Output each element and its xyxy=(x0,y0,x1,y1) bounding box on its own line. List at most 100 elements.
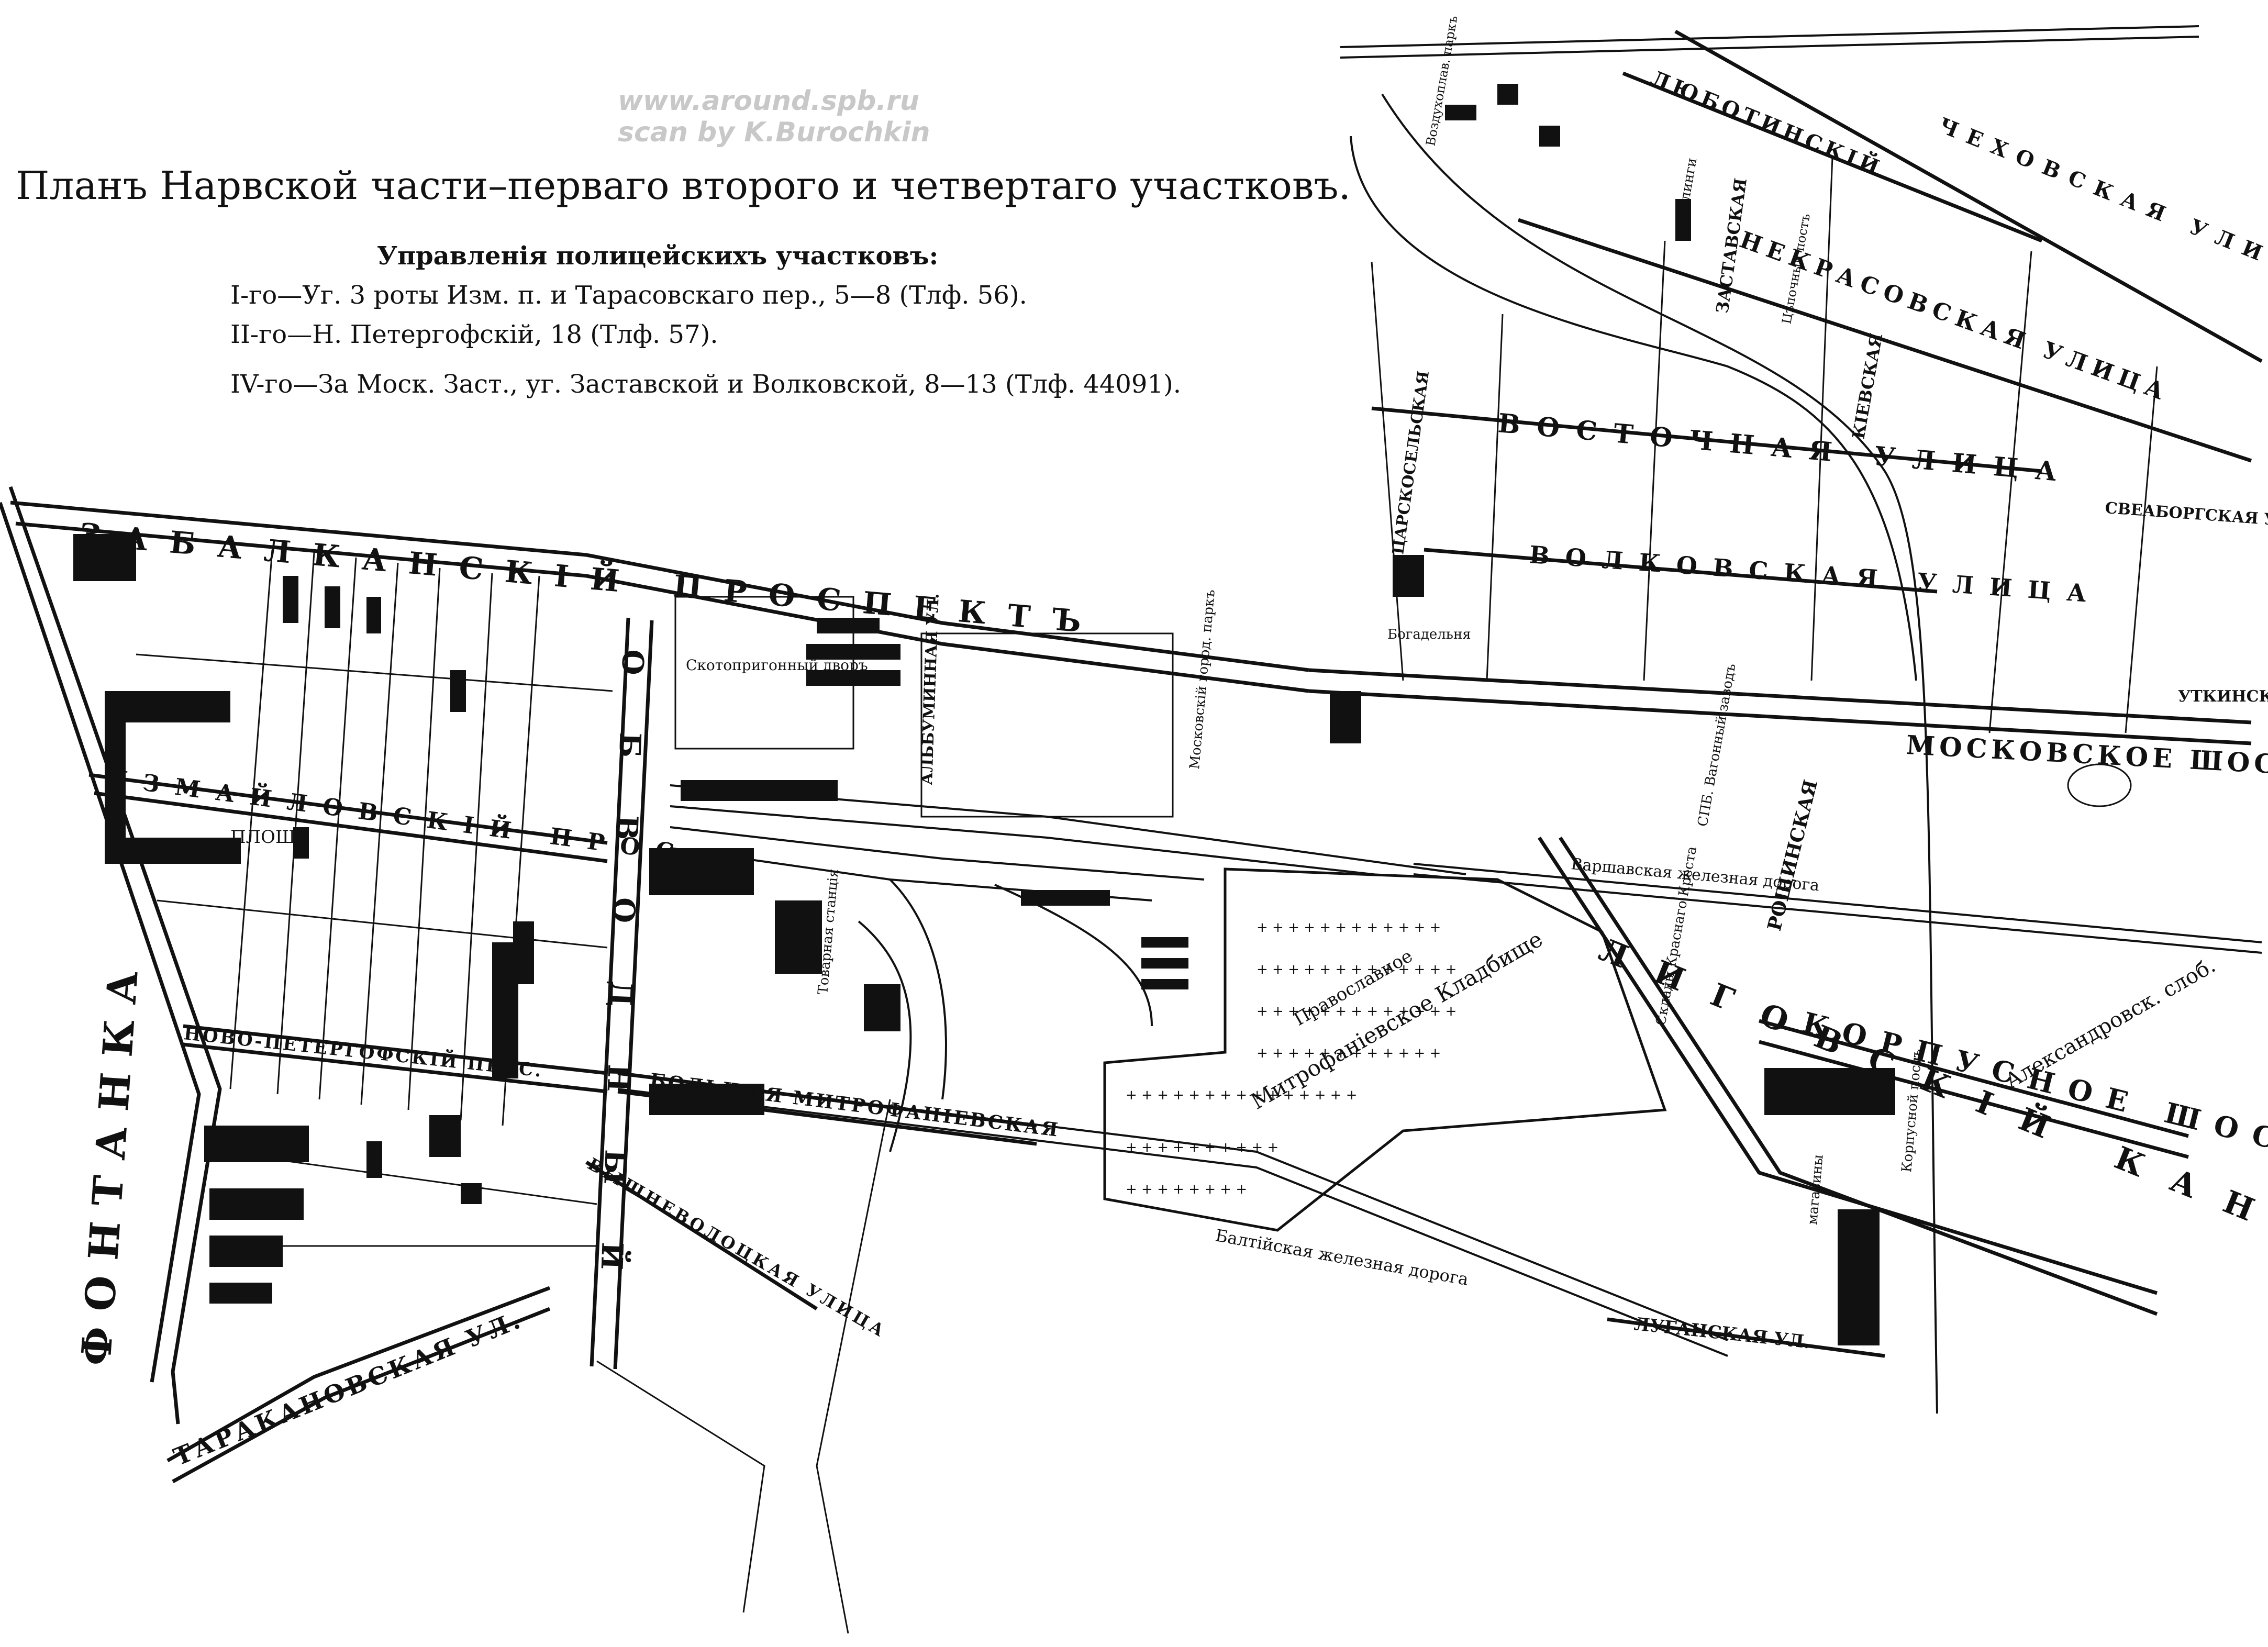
label-bogadelnya: Богадельня xyxy=(1387,627,1471,642)
vertical-street-6 xyxy=(1371,261,1404,681)
baltic-railway-b xyxy=(617,1088,1728,1357)
moskovsky-park xyxy=(920,632,1174,818)
building-rota-6 xyxy=(513,921,534,984)
vertical-street-4 xyxy=(1988,251,2032,733)
building-rota-3 xyxy=(366,597,381,633)
label-utkinskaya: УТКИНСК. xyxy=(2178,687,2268,706)
bogadelnya-building xyxy=(1330,691,1361,743)
rail-shed-5 xyxy=(1141,937,1188,948)
rail-curve-1 xyxy=(889,878,947,1100)
skoto-building-2 xyxy=(806,670,900,686)
building-rota-4 xyxy=(450,670,466,712)
ligovsky-canal-b xyxy=(1559,837,2158,1316)
rail-shed-4 xyxy=(1021,890,1110,906)
mitrofanievskoe-cemetery xyxy=(1103,867,1667,1232)
building-rota-2 xyxy=(325,586,340,628)
warsaw-railway-a xyxy=(1413,863,2262,943)
building-triangle xyxy=(204,1126,309,1162)
police-line-3: IV-го—За Моск. Заст., уг. Заставской и В… xyxy=(230,370,1181,399)
building-rota-1 xyxy=(283,576,298,623)
label-aleksandrovskaya-slob: Александровск. слоб. xyxy=(2001,953,2220,1094)
rota-street-1 xyxy=(229,549,273,1089)
barracks-block-4 xyxy=(73,534,136,581)
central-district: Скотопригонный дворъ Московскій город. п… xyxy=(584,589,1728,1634)
izmailovsky-prospect-b xyxy=(94,791,608,863)
west-district: ЗАБАЛКАНСКІЙ ПРОСПЕКТЪ ИЗМАЙЛОВСКІЙ ПРОС… xyxy=(0,486,1309,1484)
svg-text:+ + + + + + + + + + + + +: + + + + + + + + + + + + + xyxy=(1257,962,1457,977)
building-tri-4 xyxy=(209,1283,272,1304)
label-lugansky: ЛУГАНСКАЯ УЛ. xyxy=(1633,1314,1811,1353)
east-district: Варшавская железная дорога ЛИГОВСКІЙ КАН… xyxy=(1308,15,2268,1414)
south-line-2 xyxy=(596,1360,765,1613)
rail-loop-1 xyxy=(1381,93,1938,1414)
warsaw-railway-b xyxy=(1413,873,2262,954)
vostochnaya-street xyxy=(1371,406,2042,473)
vyshnevolotskaya xyxy=(585,1161,818,1310)
izmailovsky-prospect-a xyxy=(88,773,608,845)
vozdukh-building-1 xyxy=(1445,105,1476,120)
building-tri-2 xyxy=(209,1188,304,1220)
barracks-block-3 xyxy=(126,838,241,864)
rota-street-4 xyxy=(360,562,399,1105)
title-block: www.around.spb.ru scan by K.Burochkin Пл… xyxy=(16,85,1351,399)
building-rota-9 xyxy=(366,1141,382,1178)
top-railway-b xyxy=(1340,36,2199,59)
cross-street-2 xyxy=(157,899,608,949)
korpusnoe-shosse-a xyxy=(1759,1019,2189,1138)
label-moskovskoe-shosse: МОСКОВСКОЕ ШОССЕ. xyxy=(1905,729,2268,783)
skoto-building-3 xyxy=(817,618,880,633)
nekrasovskaya-street xyxy=(1517,218,2252,463)
map-title: Планъ Нарвской части–перваго второго и ч… xyxy=(16,163,1351,208)
rota-street-5 xyxy=(407,567,441,1110)
label-fontanka: ФОНТАНКА xyxy=(72,954,149,1367)
vertical-street-5 xyxy=(2125,366,2158,733)
label-kievskaya: КІЕВСКАЯ xyxy=(1848,332,1886,441)
rail-loop-2 xyxy=(1350,136,1917,681)
building-tri-3 xyxy=(209,1236,283,1267)
korpusnoe-shosse-b xyxy=(1759,1040,2189,1159)
lugansky-street xyxy=(1607,1317,1885,1358)
police-heading: Управленія полицейскихъ участковъ: xyxy=(377,241,938,271)
rail-shed-7 xyxy=(1141,979,1188,989)
tovarnaya-building xyxy=(864,984,900,1031)
svg-text:+ + + + + + + + + + + + + + +: + + + + + + + + + + + + + + + xyxy=(1126,1087,1357,1103)
label-tarakanovskaya: ТАРАКАНОВСКАЯ УЛ. xyxy=(170,1305,527,1472)
vozdukh-building-2 xyxy=(1497,84,1518,105)
obvodny-canal-west xyxy=(590,617,630,1367)
ellingi-building xyxy=(1675,199,1691,241)
obvodny-canal-east xyxy=(613,620,654,1370)
ligovsky-canal-a xyxy=(1538,837,2158,1295)
rail-curve-3 xyxy=(994,884,1153,1027)
rail-shed-6 xyxy=(1141,958,1188,969)
building-rota-7 xyxy=(293,827,309,859)
barracks-block-2 xyxy=(105,691,126,864)
volkovskaya-street xyxy=(1424,548,1938,594)
novo-petergofsky-b xyxy=(183,1042,608,1094)
pond xyxy=(2067,763,2132,807)
label-sveaborgskaya: СВЕАБОРГСКАЯ УЛ. xyxy=(2104,499,2268,530)
vertical-street-1 xyxy=(1486,314,1504,681)
rail-shed-1 xyxy=(681,780,838,801)
label-vozdukhoplav: Воздухоплав. паркъ xyxy=(1423,15,1460,147)
baltic-railway-a xyxy=(617,1072,1728,1341)
magazine-block-2 xyxy=(1838,1209,1880,1345)
south-line-1 xyxy=(816,1099,891,1634)
vozdukh-building-3 xyxy=(1539,126,1560,147)
watermark-line2: scan by K.Burochkin xyxy=(618,117,930,148)
vertical-street-3 xyxy=(1810,157,1833,681)
label-obvodny: ОБВОДНЫЙ xyxy=(592,649,653,1328)
label-vostochnaya: ВОСТОЧНАЯ УЛИЦА xyxy=(1497,407,2075,488)
label-magaziny: магазины xyxy=(1805,1154,1827,1225)
rota-street-2 xyxy=(276,552,315,1095)
svg-text:+ + + + + + + + + +: + + + + + + + + + + xyxy=(1126,1140,1278,1155)
cross-street-1 xyxy=(136,653,613,692)
cemetery-crosses: + + + + + + + + + + + + + + + + + + + + … xyxy=(1126,920,1457,1197)
skoto-building-1 xyxy=(806,644,900,660)
building-rota-10 xyxy=(461,1183,482,1204)
novo-petergofsky-a xyxy=(183,1024,608,1075)
label-zabalkansky: ЗАБАЛКАНСКІЙ ПРОСПЕКТЪ xyxy=(78,514,1105,641)
svg-text:+ + + + + + + + + + + +: + + + + + + + + + + + + xyxy=(1257,920,1441,936)
vertical-street-2 xyxy=(1643,240,1666,681)
top-railway-a xyxy=(1340,25,2199,48)
